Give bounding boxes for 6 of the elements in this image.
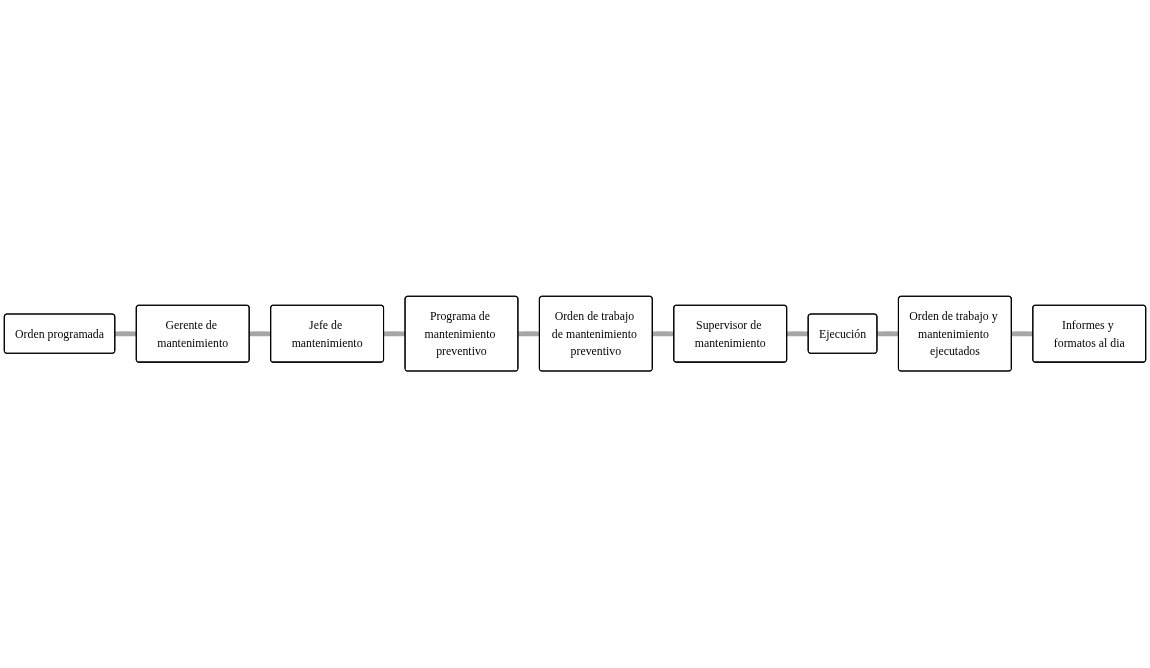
connector <box>786 331 809 337</box>
connector <box>383 331 406 337</box>
connector <box>249 331 271 337</box>
connector <box>115 331 137 337</box>
connector <box>877 331 899 337</box>
connector <box>518 331 540 337</box>
